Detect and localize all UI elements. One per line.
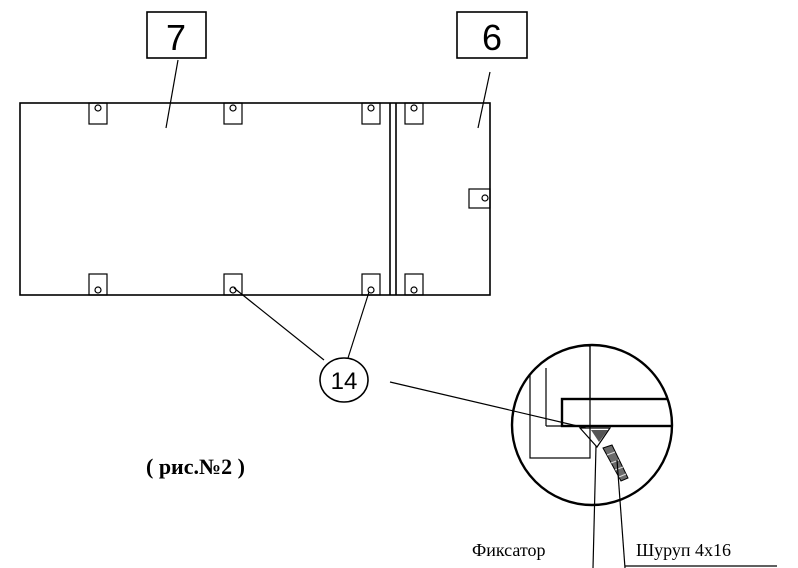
bottom-clip: [88, 273, 108, 296]
panel-7-label-frame: [146, 11, 207, 59]
screw-icon: [602, 444, 629, 482]
callout-14-leader-a: [233, 287, 325, 361]
bottom-clip: [361, 273, 381, 296]
assembly-outline: [19, 102, 491, 296]
detail-magnifier: [510, 343, 674, 507]
callout-14-leader-b: [347, 291, 370, 359]
panel-6-label-frame: [456, 11, 528, 59]
panel-7-label: 7: [146, 11, 207, 59]
top-clip: [88, 102, 108, 125]
cabinet-assembly: [19, 102, 491, 296]
top-clip: [361, 102, 381, 125]
panel-6-label: 6: [456, 11, 528, 59]
panel-7-label-text: 7: [166, 17, 186, 58]
screw-leader: [616, 459, 626, 568]
bottom-clip: [404, 273, 424, 296]
side-clip: [468, 188, 491, 209]
callout-14: 14: [319, 357, 369, 403]
screw-label: Шуруп 4х16: [636, 540, 731, 560]
fixator-label: Фиксатор: [472, 540, 546, 560]
detail-panel-shelf: [560, 397, 672, 428]
top-clip: [404, 102, 424, 125]
fixator-leader: [592, 445, 597, 568]
panel-6-label-text: 6: [482, 17, 502, 58]
callout-14-text: 14: [331, 368, 358, 395]
fixator-clip-icon: [578, 427, 612, 448]
callout-14-leader-c: [389, 381, 587, 429]
callout-14-circle: [319, 357, 369, 403]
top-clip: [223, 102, 243, 125]
panel-7-leader: [165, 59, 179, 129]
figure-caption: ( рис.№2 ): [146, 454, 245, 479]
panel-6-leader: [477, 71, 491, 129]
detail-panel-vertical: [529, 345, 591, 459]
